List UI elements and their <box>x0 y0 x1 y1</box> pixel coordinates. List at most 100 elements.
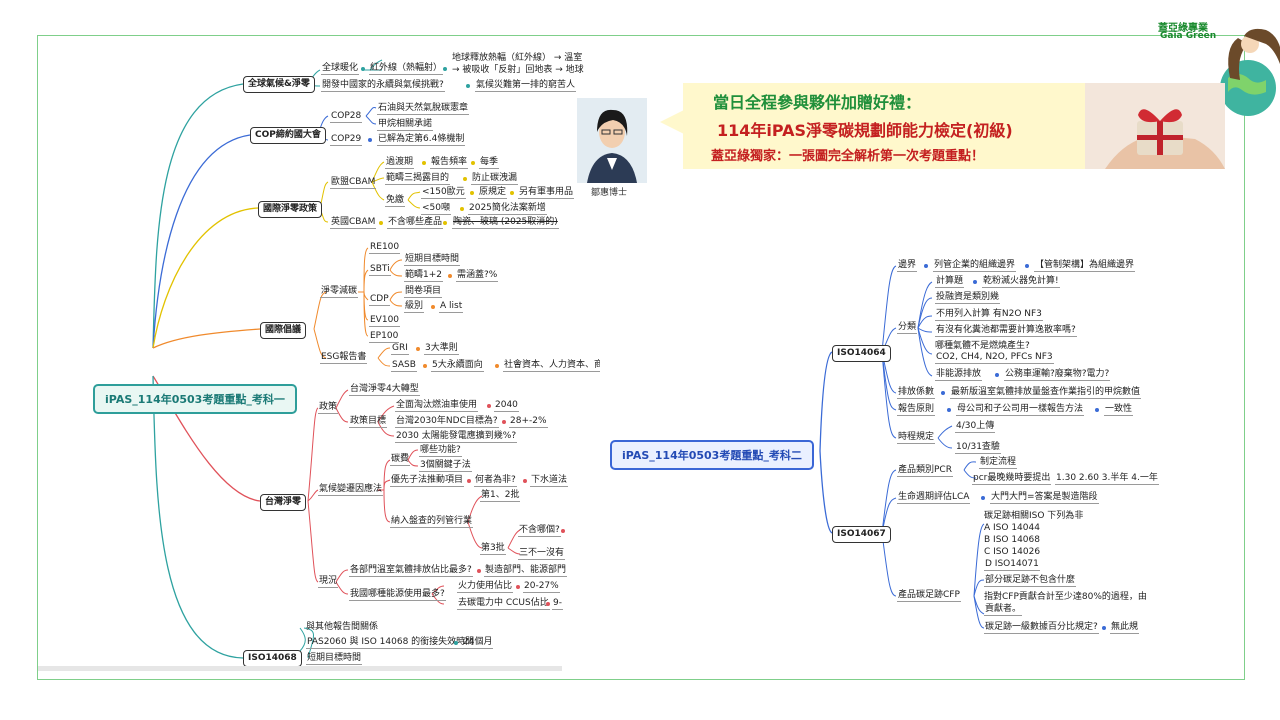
node-goal-2-a[interactable]: 28+-2% <box>509 416 548 428</box>
branch-cop[interactable]: COP締約國大會 <box>250 127 326 144</box>
node-pcr-a[interactable]: 制定流程 <box>979 457 1018 469</box>
node-cop28-b[interactable]: 甲烷相關承諾 <box>377 119 434 131</box>
node-sbti-a[interactable]: 短期目標時間 <box>404 254 461 266</box>
node-cdp-b-a[interactable]: A list <box>439 301 464 313</box>
node-uk-a[interactable]: 不含哪些產品 <box>387 217 444 229</box>
node-boundary-b[interactable]: 【管制架構】為組織邊界 <box>1034 260 1136 272</box>
node-pcr-b[interactable]: pcr最晚幾時要提出 <box>972 473 1052 485</box>
node-ev100[interactable]: EV100 <box>369 315 401 327</box>
node-status-1[interactable]: 各部門溫室氣體排放佔比最多? <box>349 565 473 577</box>
node-cop29[interactable]: COP29 <box>330 134 363 146</box>
node-cop28[interactable]: COP28 <box>330 111 363 123</box>
node-eu-150-a[interactable]: 原規定 <box>478 187 508 199</box>
node-developing-a[interactable]: 氣候災難第一排的窮苦人 <box>475 80 577 92</box>
node-eu-report-freq[interactable]: 報告頻率 <box>430 157 469 169</box>
node-lca-a[interactable]: 大門大門=答案是製造階段 <box>990 492 1099 504</box>
node-batch-3[interactable]: 第3批 <box>480 543 506 555</box>
node-eu-50[interactable]: <50噸 <box>421 203 451 215</box>
node-eu-transition[interactable]: 過渡期 <box>385 157 415 169</box>
node-timing-b[interactable]: 10/31查驗 <box>955 442 1001 454</box>
node-principle-b[interactable]: 一致性 <box>1104 404 1134 416</box>
node-sbti-b[interactable]: 範疇1+2 <box>404 270 443 282</box>
node-principle[interactable]: 報告原則 <box>897 404 936 416</box>
node-cfp-q1-d[interactable]: D ISO14071 <box>984 559 1040 571</box>
node-pcr[interactable]: 產品類別PCR <box>897 465 953 477</box>
node-status-2-b-v[interactable]: 9- <box>552 598 563 610</box>
node-factor-a[interactable]: 最新版溫室氣體排放量盤查作業指引的甲烷數值 <box>950 387 1142 399</box>
node-eu-scope3[interactable]: 範疇三揭露目的 <box>385 173 451 185</box>
node-boundary[interactable]: 邊界 <box>897 260 918 272</box>
node-goal-1[interactable]: 全面淘汰燃油車使用 <box>395 400 479 412</box>
node-iso68-b-v[interactable]: 24個月 <box>462 637 494 649</box>
node-iso68-c[interactable]: 短期目標時間 <box>306 653 363 665</box>
branch-global-climate[interactable]: 全球氣候&淨零 <box>243 76 315 93</box>
node-climate-law[interactable]: 氣候變遷因應法 <box>318 484 384 496</box>
node-sasb-b[interactable]: 社會資本、人力資本、商 <box>503 360 605 372</box>
branch-iso14068[interactable]: ISO14068 <box>243 650 302 667</box>
node-class-4b[interactable]: CO2, CH4, N2O, PFCs NF3 <box>935 352 1054 364</box>
node-cfp-q3a[interactable]: 指對CFP貢獻合計至少達80%的過程，由 <box>984 592 1147 602</box>
node-eu-quarterly[interactable]: 每季 <box>479 157 500 169</box>
node-infrared[interactable]: 紅外線（熱輻射） <box>369 63 444 75</box>
node-cfp-q3b[interactable]: 貢獻者。 <box>984 604 1023 616</box>
node-cfp-q1-c[interactable]: C ISO 14026 <box>984 547 1041 557</box>
node-priority-law[interactable]: 優先子法推動項目 <box>390 475 465 487</box>
node-class-3[interactable]: 有沒有化糞池都需要計算逸散率嗎? <box>935 325 1077 337</box>
node-eu-leak[interactable]: 防止碳洩漏 <box>471 173 519 185</box>
node-class-2[interactable]: 不用列入計算 有N2O NF3 <box>935 309 1043 321</box>
node-carbon-fee[interactable]: 碳費 <box>390 454 411 466</box>
node-class-4a[interactable]: 哪種氣體不是燃燒產生? <box>935 341 1030 351</box>
node-class-1[interactable]: 投融資是類別幾 <box>935 292 1001 304</box>
branch-intl-policy[interactable]: 國際淨零政策 <box>258 201 323 218</box>
node-cfp-q1[interactable]: 碳足跡相關ISO 下列為非 <box>984 511 1084 521</box>
node-boundary-a[interactable]: 列管企業的組織邊界 <box>933 260 1017 272</box>
node-batch-12[interactable]: 第1、2批 <box>480 490 521 502</box>
node-sbti[interactable]: SBTi <box>369 264 391 276</box>
node-status[interactable]: 現況 <box>318 576 339 588</box>
node-re100[interactable]: RE100 <box>369 242 401 254</box>
node-gri-a[interactable]: 3大準則 <box>424 343 459 355</box>
node-goal-1-a[interactable]: 2040 <box>494 400 519 412</box>
mindmap1-root[interactable]: iPAS_114年0503考題重點_考科一 <box>93 384 297 414</box>
node-principle-a[interactable]: 母公司和子公司用一樣報告方法 <box>956 404 1085 416</box>
node-sasb-a[interactable]: 5大永續面向 <box>431 360 484 372</box>
node-cdp-b[interactable]: 級別 <box>404 301 425 313</box>
branch-iso14064[interactable]: ISO14064 <box>832 345 891 362</box>
node-cfp-q4-a[interactable]: 無此規 <box>1110 622 1140 634</box>
node-iso68-a[interactable]: 與其他報告間關係 <box>306 622 379 632</box>
node-factor[interactable]: 排放係數 <box>897 387 936 399</box>
node-fee-functions[interactable]: 哪些功能? <box>419 445 462 457</box>
node-eu-150-b[interactable]: 另有軍事用品 <box>518 187 575 199</box>
node-policy[interactable]: 政策 <box>318 402 339 414</box>
branch-intl-initiatives[interactable]: 國際倡議 <box>260 322 307 339</box>
node-cfp-q1-b[interactable]: B ISO 14068 <box>984 535 1040 545</box>
node-classify[interactable]: 分類 <box>897 322 918 334</box>
node-cfp-q1-a[interactable]: A ISO 14044 <box>984 523 1040 533</box>
node-batch-3-a[interactable]: 不含哪個? <box>518 525 561 537</box>
node-policy-goal[interactable]: 政策目標 <box>349 416 388 428</box>
node-cfp[interactable]: 產品碳足跡CFP <box>897 590 961 602</box>
node-esg[interactable]: ESG報告書 <box>320 352 368 364</box>
node-cfp-q2[interactable]: 部分碳足跡不包含什麼 <box>984 575 1077 587</box>
node-iso68-b[interactable]: PAS2060 與 ISO 14068 的銜接失效時間 <box>306 637 476 649</box>
node-status-2-a[interactable]: 火力使用佔比 <box>457 581 514 593</box>
node-goal-2[interactable]: 台灣2030年NDC目標為? <box>395 416 499 428</box>
node-goal-3[interactable]: 2030 太陽能發電應擴到幾%? <box>395 431 518 443</box>
node-sasb[interactable]: SASB <box>391 360 417 372</box>
node-policy-a[interactable]: 台灣淨零4大轉型 <box>349 384 420 396</box>
node-eu-50-a[interactable]: 2025簡化法案新增 <box>468 203 547 215</box>
node-status-2-a-v[interactable]: 20-27% <box>523 581 560 593</box>
node-cop28-a[interactable]: 石油與天然氣脫碳憲章 <box>377 103 470 115</box>
node-status-1-a[interactable]: 製造部門、能源部門 <box>484 565 568 577</box>
node-eu-exempt[interactable]: 免繳 <box>385 195 406 207</box>
node-cdp[interactable]: CDP <box>369 294 390 306</box>
node-controlled-industries[interactable]: 納入盤查的列管行業 <box>390 516 474 528</box>
node-infrared-detail-1[interactable]: 地球釋放熱輻（紅外線） → 溫室 <box>452 53 583 63</box>
node-ep100[interactable]: EP100 <box>369 331 400 343</box>
node-nonenergy[interactable]: 非能源排放 <box>935 369 983 381</box>
node-calc-a[interactable]: 乾粉滅火器免計算! <box>982 276 1060 288</box>
node-nonenergy-a[interactable]: 公務車運輸?廢棄物?電力? <box>1004 369 1111 381</box>
node-status-2[interactable]: 我國哪種能源使用最多? <box>349 589 446 601</box>
node-warming[interactable]: 全球暖化 <box>321 63 360 75</box>
node-eu-150[interactable]: <150歐元 <box>421 187 466 199</box>
